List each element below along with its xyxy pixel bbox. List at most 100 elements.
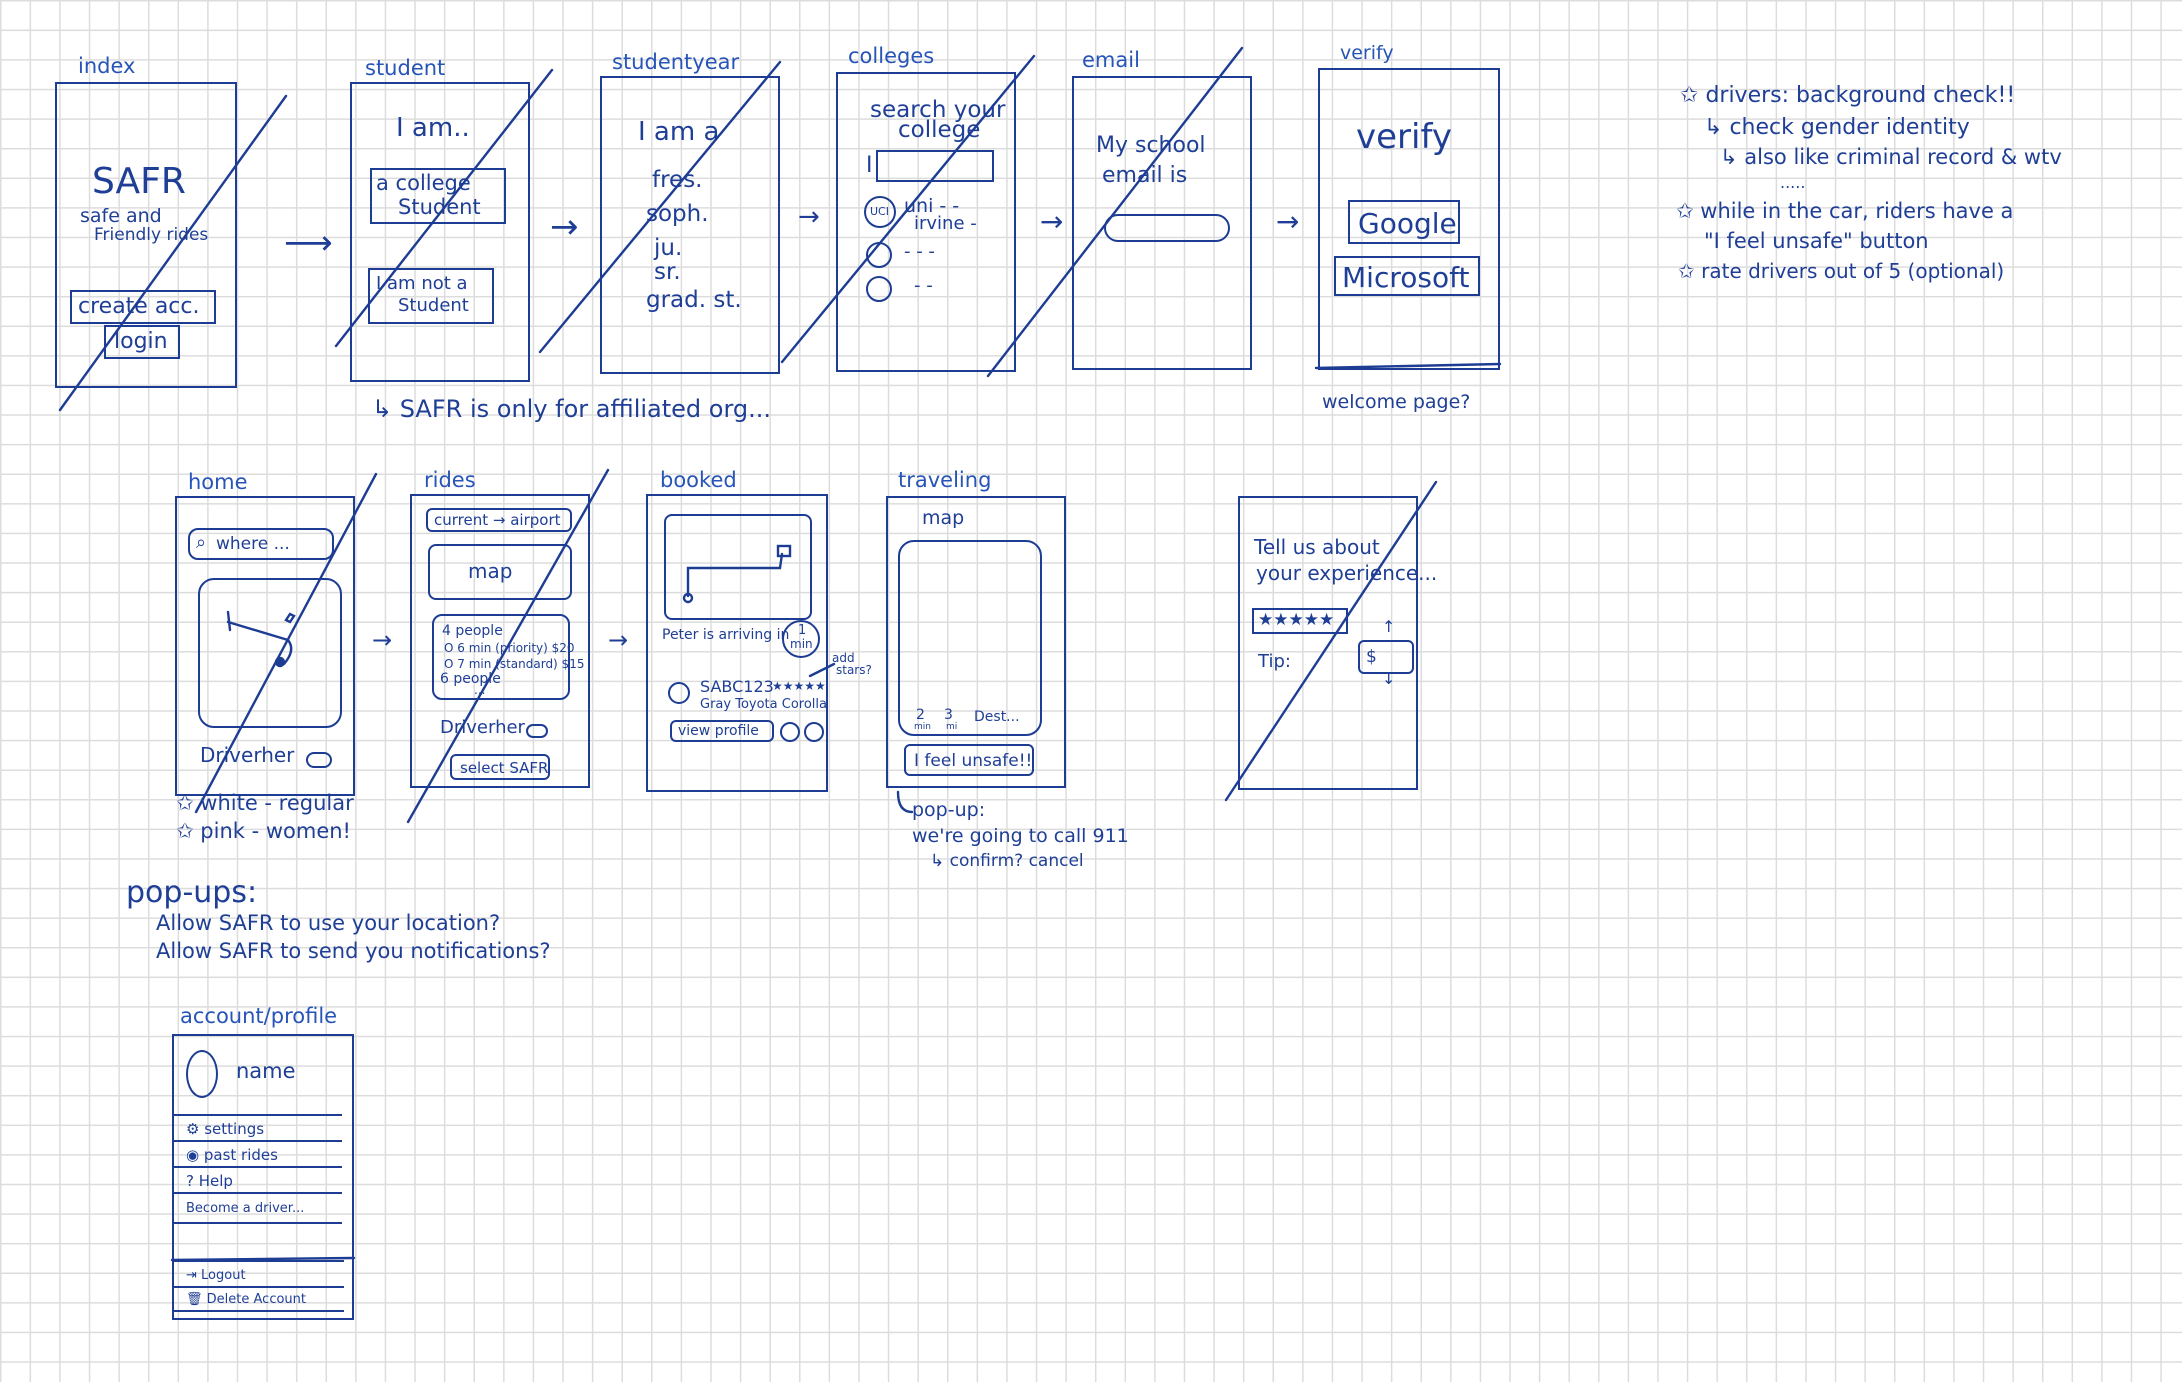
- google-verify-button[interactable]: Google: [1348, 200, 1460, 244]
- create-account-label: create acc.: [78, 294, 200, 319]
- studentyear-prompt: I am a: [638, 117, 720, 147]
- strike-email: [986, 46, 1244, 378]
- verify-title: verify: [1340, 42, 1394, 64]
- where-search-input[interactable]: ⌕ where ...: [188, 528, 334, 560]
- college-list: UCI uni - - irvine - - - - - -: [864, 195, 1004, 306]
- flow-arrow: →: [1276, 205, 1300, 238]
- note-line: "I feel unsafe" button: [1704, 229, 1929, 253]
- college-item[interactable]: uni - -: [904, 195, 960, 217]
- traveling-map-label: map: [922, 507, 965, 529]
- flow-arrow: ⟶: [284, 223, 333, 263]
- arriving-text: Peter is arriving in: [662, 627, 790, 643]
- message-icon[interactable]: [780, 722, 800, 742]
- colleges-title: colleges: [848, 44, 935, 68]
- route-bar[interactable]: current → airport: [426, 508, 572, 532]
- booked-map-origin: [682, 592, 694, 604]
- rides-map-label: map: [468, 559, 513, 583]
- profile-avatar[interactable]: [186, 1050, 218, 1098]
- flow-note-text: SAFR is only for affiliated org...: [399, 395, 772, 423]
- popup-note-1: pop-up:: [912, 799, 986, 821]
- home-note-2: ✩ pink - women!: [176, 819, 351, 843]
- booked-route: [686, 552, 784, 598]
- index-screen: [55, 82, 237, 388]
- flow-arrow: →: [1040, 205, 1064, 238]
- email-screen: [1072, 76, 1252, 370]
- college-search-value: I: [866, 153, 873, 178]
- not-student-option[interactable]: I am not a Student: [368, 268, 494, 324]
- college-item[interactable]: - -: [914, 275, 933, 296]
- college-item[interactable]: - - -: [904, 241, 935, 262]
- year-option[interactable]: fres.: [652, 167, 703, 193]
- home-screen: [175, 496, 355, 796]
- popup-note-2: we're going to call 911: [912, 825, 1129, 847]
- email-prompt-1: My school: [1096, 133, 1206, 158]
- index-title: index: [78, 54, 136, 78]
- rating-stars[interactable]: ★★★★★: [1252, 608, 1348, 634]
- ride-option-text: 6 people: [440, 671, 501, 687]
- login-button[interactable]: login: [104, 325, 180, 359]
- where-placeholder: where ...: [216, 534, 290, 554]
- strike-home: [194, 472, 378, 814]
- note-line: ↳ also like criminal record & wtv: [1720, 145, 2062, 169]
- home-mode-toggle[interactable]: [306, 752, 332, 768]
- year-option[interactable]: soph.: [646, 201, 709, 227]
- strike-feedback: [1224, 480, 1438, 802]
- college-search-input[interactable]: I: [866, 150, 994, 182]
- booked-screen: [646, 494, 828, 792]
- view-profile-button[interactable]: view profile: [670, 720, 774, 742]
- menu-item-help[interactable]: ? Help: [172, 1168, 342, 1194]
- note-line: ✩ drivers: background check!!: [1680, 83, 2016, 108]
- account-footer-menu: ⇥ Logout 🗑 Delete Account: [172, 1260, 344, 1318]
- trash-icon: 🗑: [186, 1292, 203, 1307]
- call-icon[interactable]: [804, 722, 824, 742]
- home-route: [282, 638, 293, 666]
- traveling-map[interactable]: [898, 540, 1042, 736]
- rides-mode-toggle[interactable]: [526, 724, 548, 738]
- email-input[interactable]: [1104, 214, 1230, 242]
- driver-avatar: [668, 682, 690, 704]
- ride-option-text: ...: [474, 683, 486, 697]
- home-title: home: [188, 470, 248, 494]
- booked-map-car: [776, 544, 792, 558]
- strike-index: [58, 94, 288, 412]
- verify-note: welcome page?: [1322, 391, 1471, 413]
- menu-item-settings[interactable]: ⚙ settings: [172, 1116, 342, 1142]
- student-screen: [350, 82, 530, 382]
- menu-item-label: Become a driver...: [186, 1201, 305, 1216]
- tip-stepper[interactable]: $: [1358, 640, 1414, 674]
- view-profile-label: view profile: [678, 723, 759, 739]
- select-safr-label: select SAFR: [460, 759, 549, 777]
- index-tagline-1: safe and: [80, 205, 162, 227]
- microsoft-label: Microsoft: [1342, 261, 1470, 294]
- logout-icon: ⇥: [186, 1268, 197, 1283]
- popup-connector: [896, 790, 914, 814]
- ride-options[interactable]: 4 people O 6 min (priority) $20 O 7 min …: [432, 614, 584, 700]
- home-map[interactable]: [198, 578, 342, 728]
- college-student-option[interactable]: a college Student: [370, 168, 506, 224]
- menu-item-label: past rides: [203, 1146, 278, 1164]
- driver-stars: ★★★★★: [772, 679, 826, 693]
- year-option[interactable]: ju.: [654, 235, 683, 261]
- logout-item[interactable]: ⇥ Logout: [172, 1264, 344, 1288]
- eta-value: 1: [798, 623, 807, 638]
- booked-map[interactable]: [664, 514, 812, 620]
- note-line: ↳ check gender identity: [1704, 115, 1970, 140]
- college-item-icon: UCI: [864, 196, 896, 228]
- menu-item-become-driver[interactable]: Become a driver...: [172, 1194, 342, 1224]
- tip-up-icon: ↑: [1382, 617, 1396, 636]
- rides-map[interactable]: map: [428, 544, 572, 600]
- select-safr-button[interactable]: select SAFR: [450, 754, 550, 780]
- create-account-button[interactable]: create acc.: [70, 290, 216, 324]
- year-option[interactable]: grad. st.: [646, 287, 742, 313]
- microsoft-verify-button[interactable]: Microsoft: [1334, 256, 1480, 296]
- ride-option-text: O 7 min (standard) $15: [444, 657, 585, 671]
- verify-screen: [1318, 68, 1500, 370]
- student-title: student: [365, 56, 446, 80]
- delete-account-item[interactable]: 🗑 Delete Account: [172, 1288, 344, 1312]
- trip-distance: 3: [944, 707, 953, 723]
- college-item[interactable]: irvine -: [914, 213, 977, 234]
- unsafe-button[interactable]: I feel unsafe!!: [904, 744, 1034, 776]
- note-line: ✩ while in the car, riders have a: [1676, 199, 2014, 223]
- year-option[interactable]: sr.: [654, 259, 681, 285]
- menu-item-past-rides[interactable]: ◉ past rides: [172, 1142, 342, 1168]
